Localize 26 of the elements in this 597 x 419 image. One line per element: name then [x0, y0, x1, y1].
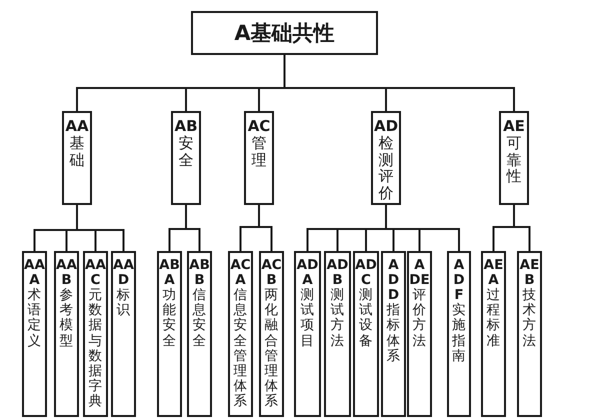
connector-line: [513, 205, 530, 251]
connector-line: [185, 205, 200, 251]
category-box: AA基础: [62, 111, 92, 205]
connector-line: [284, 55, 515, 111]
category-box: ABB信息安全: [187, 251, 212, 417]
category-box: ADE评价方法: [407, 251, 432, 417]
category-box: AE可靠性: [499, 111, 529, 205]
category-box: ADC测试设备: [353, 251, 379, 417]
category-box: ACB两化融合管理体系: [259, 251, 284, 417]
category-box: ACA信息安全管理体系: [228, 251, 253, 417]
title-box: A基础共性: [191, 11, 378, 55]
category-box: AC管理: [244, 111, 274, 205]
category-box: AB安全: [171, 111, 201, 205]
category-box: ABA功能安全: [157, 251, 182, 417]
category-box: ADF实施指南: [447, 251, 471, 417]
category-box: AAB参考模型: [54, 251, 79, 417]
connector-line: [258, 205, 272, 251]
category-box: AAD标识: [111, 251, 136, 417]
category-box: ADB测试方法: [324, 251, 351, 417]
category-box: AAC元数据与数据字典: [83, 251, 108, 417]
category-box: AEB技术方法: [517, 251, 542, 417]
category-box: AEA过程标准: [481, 251, 506, 417]
category-box: ADD指标体系: [381, 251, 406, 417]
category-box: AD检测评价: [371, 111, 401, 205]
category-box: AAA术语定义: [22, 251, 47, 417]
category-box: ADA测试项目: [294, 251, 321, 417]
